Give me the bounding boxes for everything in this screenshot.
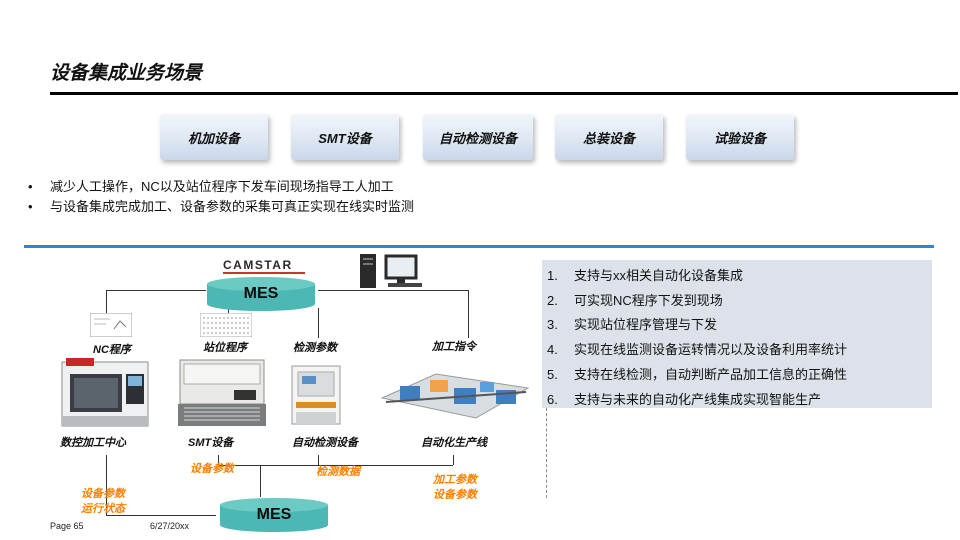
list-item: 2.可实现NC程序下发到现场 — [547, 292, 723, 308]
automated-production-line-image — [380, 373, 530, 419]
category-machining[interactable]: 机加设备 — [160, 114, 268, 160]
section-divider — [24, 245, 934, 248]
cnc-data-annotation: 设备参数 运行状态 — [81, 488, 125, 515]
process-command-label: 加工指令 — [432, 341, 476, 353]
bullet-list: •减少人工操作，NC以及站位程序下发车间现场指导工人加工 •与设备集成完成加工、… — [28, 177, 414, 217]
feature-panel — [542, 260, 932, 408]
page-title: 设备集成业务场景 — [50, 63, 203, 84]
smt-label: SMT设备 — [188, 437, 234, 449]
inspection-data-annotation: 检测数据 — [316, 466, 360, 478]
category-smt[interactable]: SMT设备 — [291, 114, 399, 160]
connector-line — [318, 455, 319, 465]
mes-top: MES — [205, 276, 317, 312]
connector-line — [106, 290, 107, 315]
list-item: 6.支持与未来的自动化产线集成实现智能生产 — [547, 391, 822, 407]
cnc-machine-image — [61, 358, 149, 427]
connector-line — [318, 308, 319, 338]
mes-bottom: MES — [218, 497, 330, 533]
computer-icon — [360, 254, 422, 288]
cnc-label: 数控加工中心 — [60, 437, 126, 449]
list-item: •减少人工操作，NC以及站位程序下发车间现场指导工人加工 — [28, 177, 414, 197]
list-item: 1.支持与xx相关自动化设备集成 — [547, 268, 744, 283]
auto-inspection-label: 自动检测设备 — [292, 437, 358, 449]
camstar-logo: CAMSTAR — [223, 258, 293, 272]
auto-inspection-machine-image — [291, 365, 341, 425]
station-program-label: 站位程序 — [203, 342, 247, 354]
nc-program-label: NC程序 — [93, 344, 131, 356]
smt-machine-image — [178, 359, 266, 426]
connector-line — [453, 455, 454, 465]
connector-line — [106, 290, 206, 291]
connector-line — [106, 515, 216, 516]
category-assembly[interactable]: 总装设备 — [555, 114, 663, 160]
bullet-marker: • — [28, 199, 33, 214]
dashed-divider — [546, 408, 547, 498]
connector-line — [318, 290, 468, 291]
category-auto-inspection[interactable]: 自动检测设备 — [423, 114, 533, 160]
station-program-table-icon — [200, 313, 252, 337]
smt-data-annotation: 设备参数 — [190, 463, 234, 475]
line-data-annotation: 加工参数 设备参数 — [433, 474, 477, 501]
nc-program-document-icon — [90, 313, 132, 337]
connector-line — [468, 290, 469, 338]
connector-line — [106, 455, 107, 515]
connector-line — [218, 455, 219, 465]
page-number: Page 65 — [50, 521, 84, 531]
production-line-label: 自动化生产线 — [421, 437, 487, 449]
database-icon — [207, 277, 315, 311]
inspection-params-label: 检测参数 — [293, 342, 337, 354]
slide-date: 6/27/20xx — [150, 521, 190, 531]
category-testing[interactable]: 试验设备 — [686, 114, 794, 160]
list-item: 4.实现在线监测设备运转情况以及设备利用率统计 — [547, 342, 848, 358]
database-icon — [220, 498, 328, 532]
list-item: 3.实现站位程序管理与下发 — [547, 317, 718, 333]
title-divider — [50, 92, 958, 95]
connector-line — [260, 465, 261, 497]
feature-list: 1.支持与xx相关自动化设备集成 2.可实现NC程序下发到现场 3.实现站位程序… — [547, 264, 847, 412]
logo-underline — [223, 272, 305, 274]
list-item: 5.支持在线检测，自动判断产品加工信息的正确性 — [547, 366, 848, 382]
connector-line — [218, 465, 453, 466]
bullet-marker: • — [28, 179, 33, 194]
list-item: •与设备集成完成加工、设备参数的采集可真正实现在线实时监测 — [28, 197, 414, 217]
